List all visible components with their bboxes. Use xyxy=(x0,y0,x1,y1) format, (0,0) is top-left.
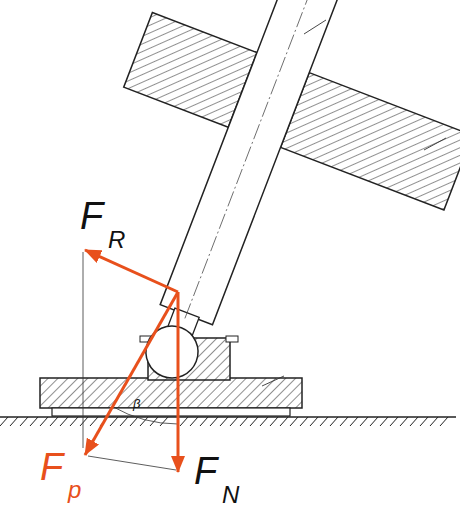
force-symbol: F xyxy=(80,197,103,235)
ground xyxy=(0,417,456,426)
force-vectors xyxy=(85,250,178,472)
leader-lines xyxy=(262,20,446,386)
rod-assembly xyxy=(32,0,460,449)
force-subscript: N xyxy=(222,483,239,507)
angle-symbol: β xyxy=(133,397,140,410)
force-subscript: R xyxy=(108,228,125,252)
force-symbol: F xyxy=(40,448,63,486)
force-subscript: p xyxy=(68,478,81,502)
force-symbol: F xyxy=(194,452,217,490)
